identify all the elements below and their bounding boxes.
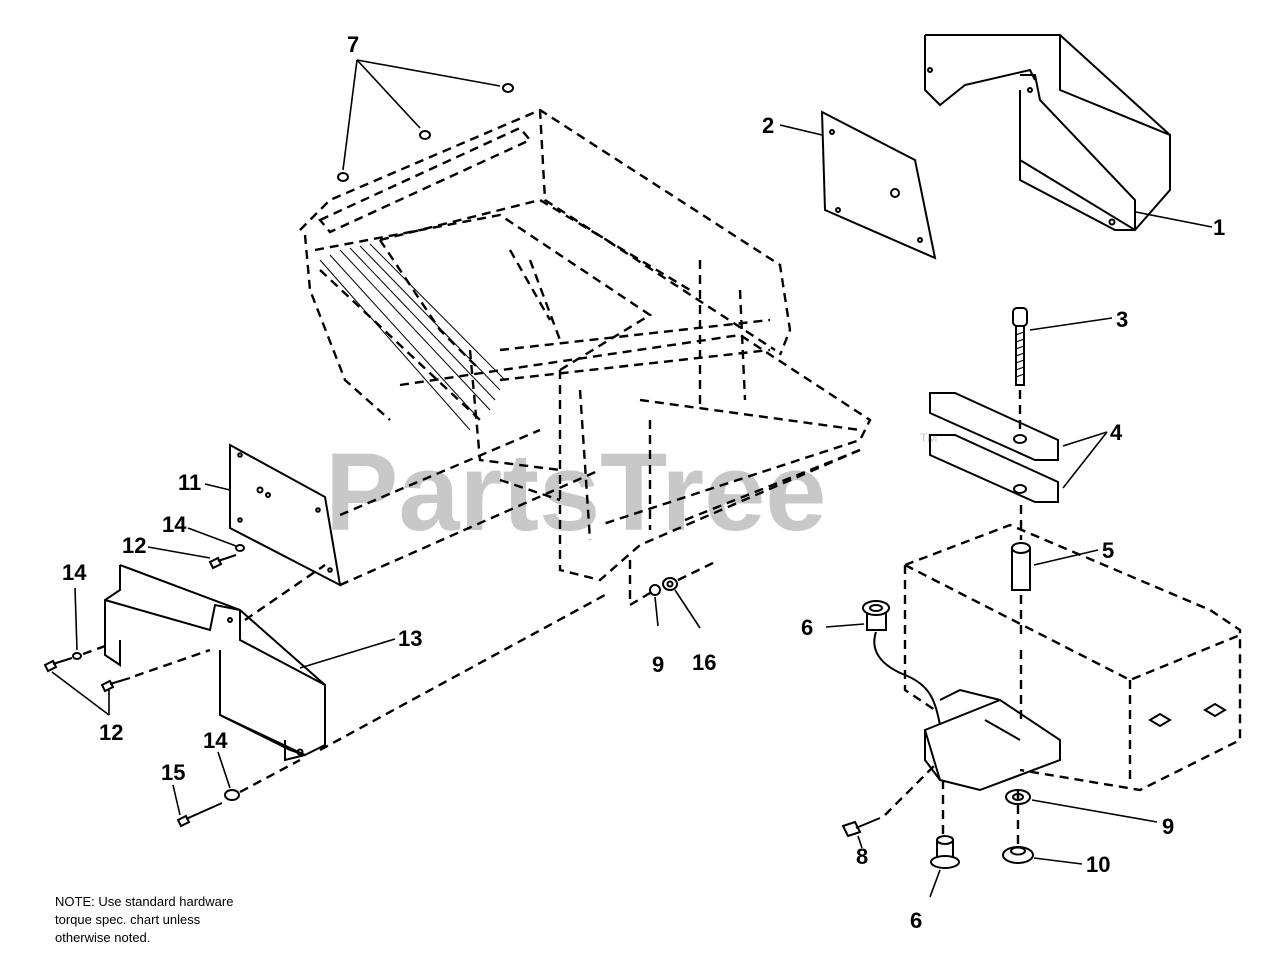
label-12-upper: 12 [122,533,146,558]
label-14-bottom: 14 [203,728,228,753]
label-14-left: 14 [62,560,87,585]
hardware-note: NOTE: Use standard hardware torque spec.… [55,893,233,947]
part-6-plug-top [825,600,941,726]
part-12-14-hardware [43,527,301,828]
watermark-text: PartsTree [325,431,826,554]
frame-shading [319,243,506,431]
label-2: 2 [762,113,774,138]
note-line-1: NOTE: Use standard hardware [55,894,234,909]
note-line-3: otherwise noted. [55,930,151,945]
tank-housing [903,523,1242,845]
label-13: 13 [398,626,422,651]
label-4: 4 [1110,420,1123,445]
label-6-top: 6 [801,615,813,640]
part-1-cover [924,34,1213,232]
label-10: 10 [1086,852,1110,877]
part-9-washer-right [1005,789,1158,823]
part-3-bolt [1012,307,1113,430]
label-15: 15 [161,760,185,785]
label-14-upper: 14 [162,512,187,537]
label-9-right: 9 [1162,814,1174,839]
label-8: 8 [856,844,868,869]
label-7: 7 [347,32,359,57]
label-3: 3 [1116,307,1128,332]
watermark-tm: TM [920,431,937,445]
part-7-rivets [337,59,514,182]
label-9-center: 9 [652,652,664,677]
part-6-bushing-bottom [929,835,960,898]
label-12-lower: 12 [99,720,123,745]
part-10-nut [1002,846,1083,865]
part-2-plate [779,110,937,260]
label-6-bottom: 6 [910,908,922,933]
part-4-straps [929,392,1108,503]
callout-labels: 1 2 3 4 5 6 6 7 8 9 9 10 11 12 12 13 14 … [62,32,1225,933]
note-line-2: torque spec. chart unless [55,912,201,927]
part-8-screw [841,764,936,849]
label-11: 11 [178,470,201,495]
label-1: 1 [1213,215,1225,240]
part-5-spacer [1011,505,1099,640]
label-16: 16 [692,650,716,675]
main-frame [299,108,872,582]
label-5: 5 [1102,538,1114,563]
part-11-plate [204,428,601,587]
part-13-cover [104,564,606,762]
part-9-16-center [628,560,716,629]
